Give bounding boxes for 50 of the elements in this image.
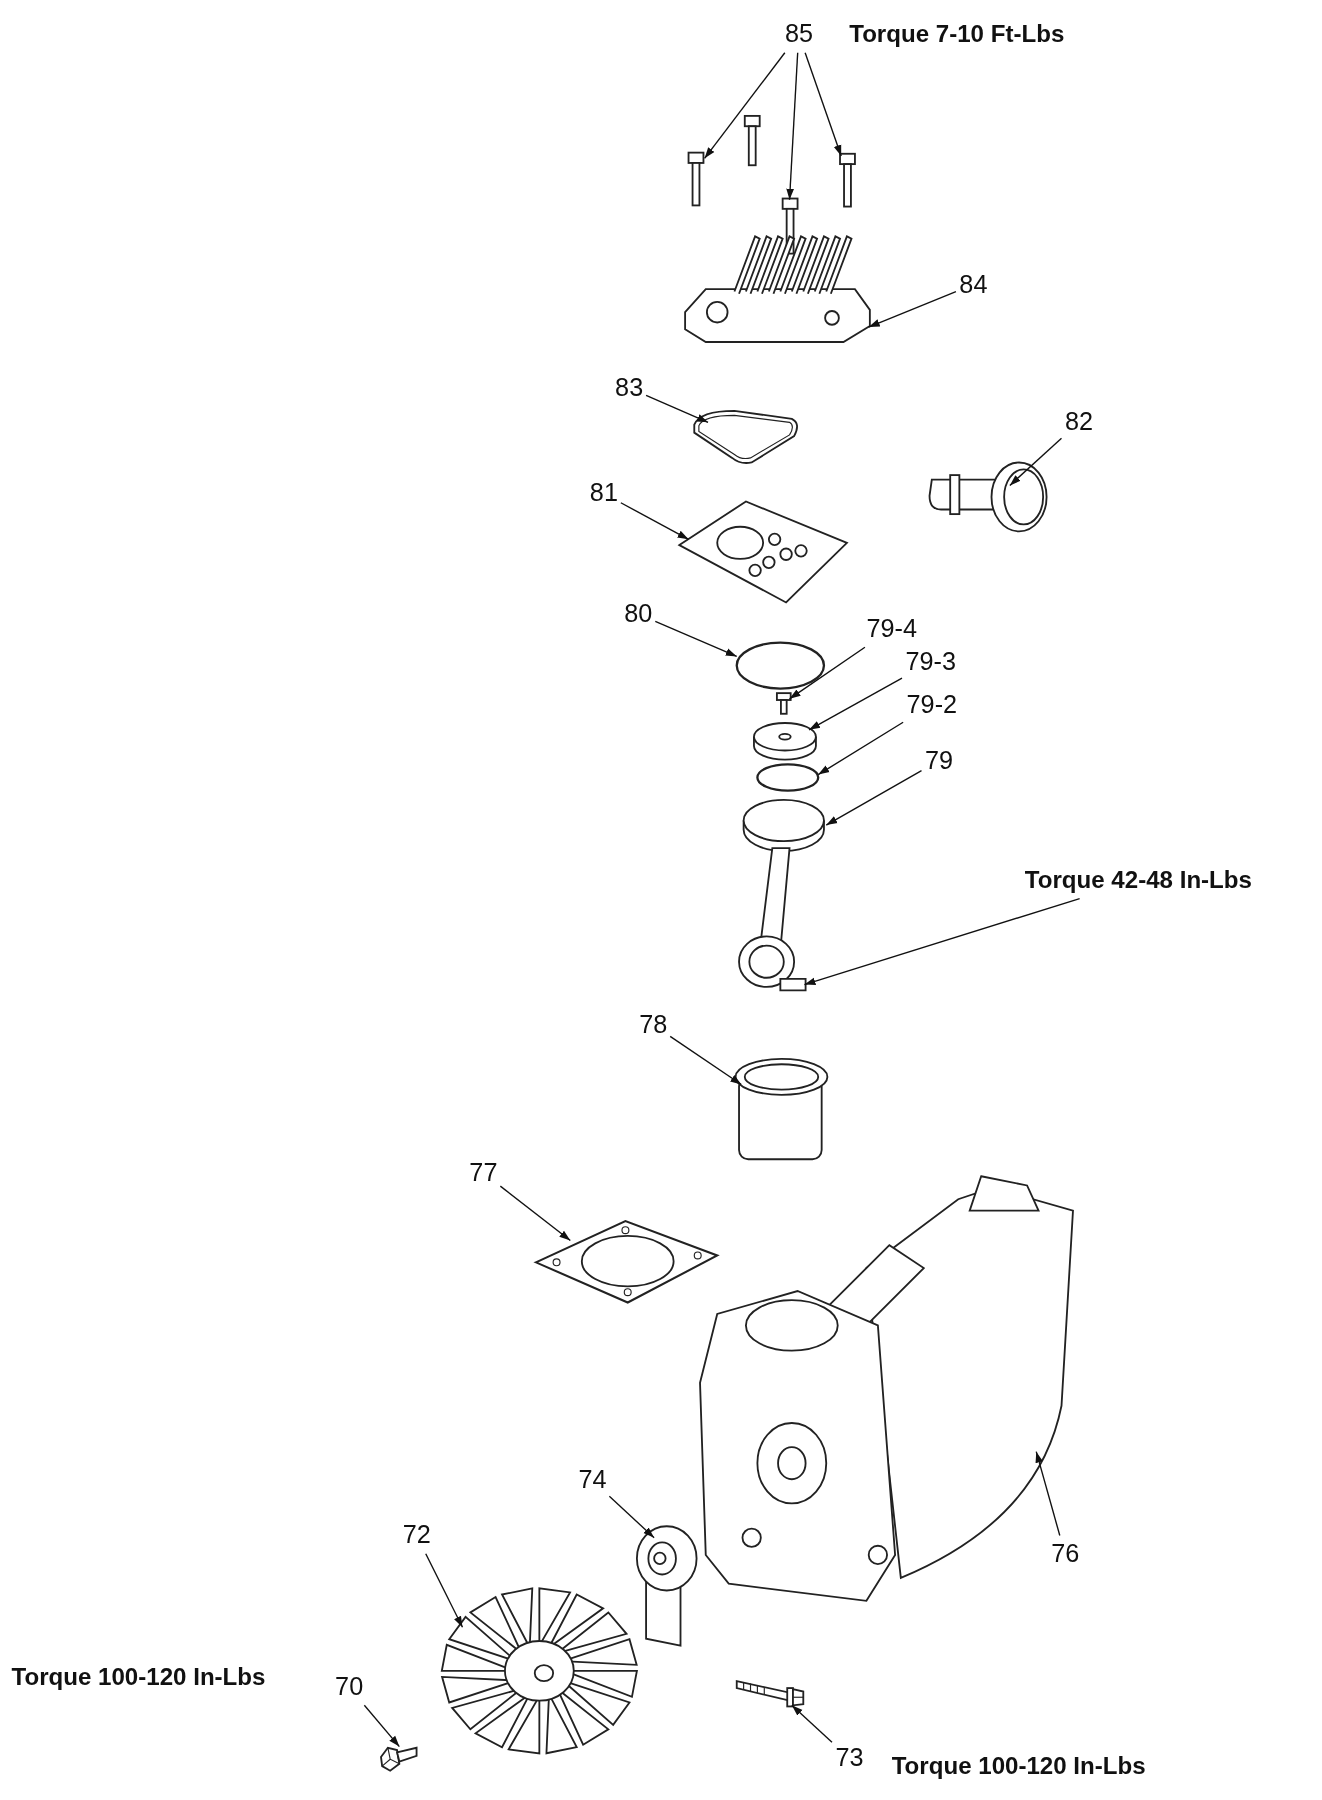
leader-line	[1009, 437, 1063, 487]
torque-note: Torque 42-48 In-Lbs	[1024, 865, 1252, 896]
leader-line	[804, 52, 842, 157]
callout-number: 83	[615, 372, 644, 403]
callout-number: 74	[578, 1465, 607, 1496]
leader-line	[808, 677, 903, 731]
callout-number: 79-3	[905, 647, 956, 678]
torque-note: Torque 100-120 In-Lbs	[11, 1661, 266, 1692]
leader-line	[654, 620, 738, 658]
leader-line	[645, 394, 709, 423]
cylinder-sleeve-drawing	[734, 1055, 829, 1162]
leader-line	[363, 1704, 401, 1748]
callout-number: 84	[959, 269, 988, 300]
bolt-drawing	[687, 151, 705, 207]
callout-number: 72	[402, 1520, 431, 1551]
leader-line	[620, 502, 690, 541]
bolt-drawing	[838, 152, 857, 208]
leader-line	[499, 1185, 572, 1242]
torque-note: Torque 100-120 In-Lbs	[891, 1751, 1146, 1781]
leader-line	[1035, 1451, 1061, 1537]
callout-number: 79	[924, 745, 954, 776]
leader-line	[817, 721, 904, 776]
disc-drawing	[755, 762, 821, 793]
callout-number: 77	[469, 1157, 498, 1188]
leader-line	[788, 646, 866, 700]
callout-number: 80	[624, 599, 653, 629]
callout-number: 73	[835, 1743, 864, 1773]
leader-line	[791, 1704, 833, 1743]
valve-plate-drawing	[677, 499, 850, 605]
leader-line	[803, 897, 1081, 986]
callout-number: 70	[335, 1672, 364, 1702]
callout-number: 81	[589, 478, 618, 509]
torque-note: Torque 7-10 Ft-Lbs	[849, 19, 1065, 50]
callout-number: 76	[1051, 1538, 1080, 1569]
leader-line	[608, 1495, 655, 1539]
callout-number: 85	[784, 19, 814, 50]
leader-line	[425, 1553, 464, 1628]
gasket-drawing	[533, 1218, 720, 1305]
bolt-drawing	[734, 1677, 806, 1706]
retainer-disc-drawing	[751, 720, 819, 762]
leader-line	[786, 52, 799, 201]
callout-number: 79-2	[906, 689, 958, 720]
screw-drawing	[775, 692, 792, 715]
leader-line	[825, 770, 923, 826]
callout-number: 78	[639, 1009, 668, 1040]
leader-line	[703, 52, 786, 160]
leader-line	[868, 290, 957, 328]
callout-number: 79-4	[866, 613, 917, 644]
callout-number: 82	[1064, 407, 1094, 438]
o-ring-drawing	[734, 640, 827, 691]
